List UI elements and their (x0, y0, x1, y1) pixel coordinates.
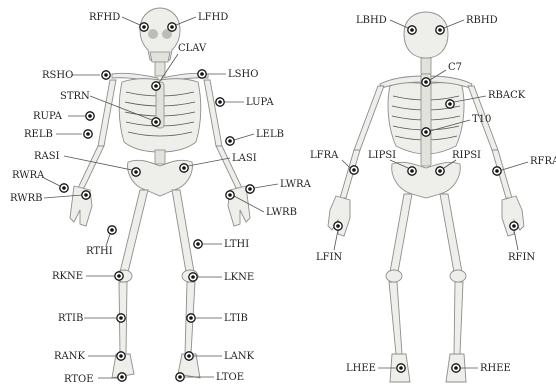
anterior-skeleton (70, 8, 250, 378)
label-rfin: RFIN (508, 252, 535, 263)
label-rthi: RTHI (86, 246, 113, 257)
label-rfhd: RFHD (89, 12, 120, 23)
label-rhee: RHEE (480, 363, 511, 374)
marker-lasi (180, 164, 188, 172)
marker-rtoe (118, 373, 126, 381)
label-rupa: RUPA (33, 111, 63, 122)
label-lfra: LFRA (310, 150, 339, 161)
label-rtoe: RTOE (64, 374, 94, 385)
marker-lsho (198, 70, 206, 78)
label-ltoe: LTOE (216, 372, 244, 383)
marker-rwra (60, 184, 68, 192)
marker-rhee (452, 364, 460, 372)
marker-strn (152, 118, 160, 126)
marker-lfra (350, 166, 358, 174)
marker-relb (84, 130, 92, 138)
label-lfhd: LFHD (198, 12, 228, 23)
marker-rthi (108, 226, 116, 234)
label-rasi: RASI (34, 151, 60, 162)
marker-rasi (132, 168, 140, 176)
marker-rupa (86, 112, 94, 120)
label-rkne: RKNE (52, 271, 83, 282)
label-rfra: RFRA (530, 156, 556, 167)
label-lfin: LFIN (316, 252, 343, 263)
marker-rank (117, 352, 125, 360)
marker-c7 (422, 78, 430, 86)
label-lthi: LTHI (224, 239, 249, 250)
marker-ltoe (176, 373, 184, 381)
marker-lwrb (226, 191, 234, 199)
marker-lfhd (168, 23, 176, 31)
label-lasi: LASI (232, 153, 257, 164)
marker-lwra (246, 185, 254, 193)
marker-lthi (194, 240, 202, 248)
label-rsho: RSHO (42, 70, 73, 81)
label-rank: RANK (54, 351, 86, 362)
label-lwra: LWRA (280, 179, 312, 190)
label-lsho: LSHO (228, 69, 258, 80)
label-lipsi: LIPSI (368, 150, 396, 161)
marker-clav (152, 82, 160, 90)
label-strn: STRN (60, 91, 90, 102)
marker-lkne (189, 273, 197, 281)
marker-rfhd (140, 23, 148, 31)
label-lank: LANK (224, 351, 255, 362)
label-c7: C7 (448, 62, 462, 73)
marker-rkne (115, 272, 123, 280)
marker-rwrb (82, 191, 90, 199)
label-t10: T10 (472, 114, 491, 125)
label-relb: RELB (24, 129, 53, 140)
label-lwrb: LWRB (266, 207, 297, 218)
marker-rtib (117, 314, 125, 322)
marker-lank (185, 352, 193, 360)
marker-lhee (397, 364, 405, 372)
marker-rfra (493, 167, 501, 175)
marker-lipsi (408, 167, 416, 175)
label-lhee: LHEE (346, 363, 376, 374)
marker-ripsi (436, 167, 444, 175)
marker-rback (446, 100, 454, 108)
label-rwra: RWRA (12, 170, 45, 181)
posterior-skeleton (328, 12, 524, 382)
label-ripsi: RIPSI (452, 150, 481, 161)
label-ltib: LTIB (224, 313, 248, 324)
marker-ltib (187, 314, 195, 322)
marker-rsho (102, 71, 110, 79)
label-rbhd: RBHD (466, 15, 498, 26)
marker-lbhd (408, 26, 416, 34)
label-lelb: LELB (256, 129, 284, 140)
marker-lupa (216, 98, 224, 106)
label-rback: RBACK (488, 90, 526, 101)
label-rwrb: RWRB (10, 193, 42, 204)
label-lkne: LKNE (224, 272, 254, 283)
marker-lelb (226, 137, 234, 145)
marker-t10 (422, 128, 430, 136)
marker-lfin (334, 222, 342, 230)
marker-rbhd (436, 26, 444, 34)
label-lupa: LUPA (246, 97, 274, 108)
label-clav: CLAV (178, 43, 207, 54)
label-rtib: RTIB (58, 313, 83, 324)
marker-rfin (510, 222, 518, 230)
label-lbhd: LBHD (356, 15, 387, 26)
